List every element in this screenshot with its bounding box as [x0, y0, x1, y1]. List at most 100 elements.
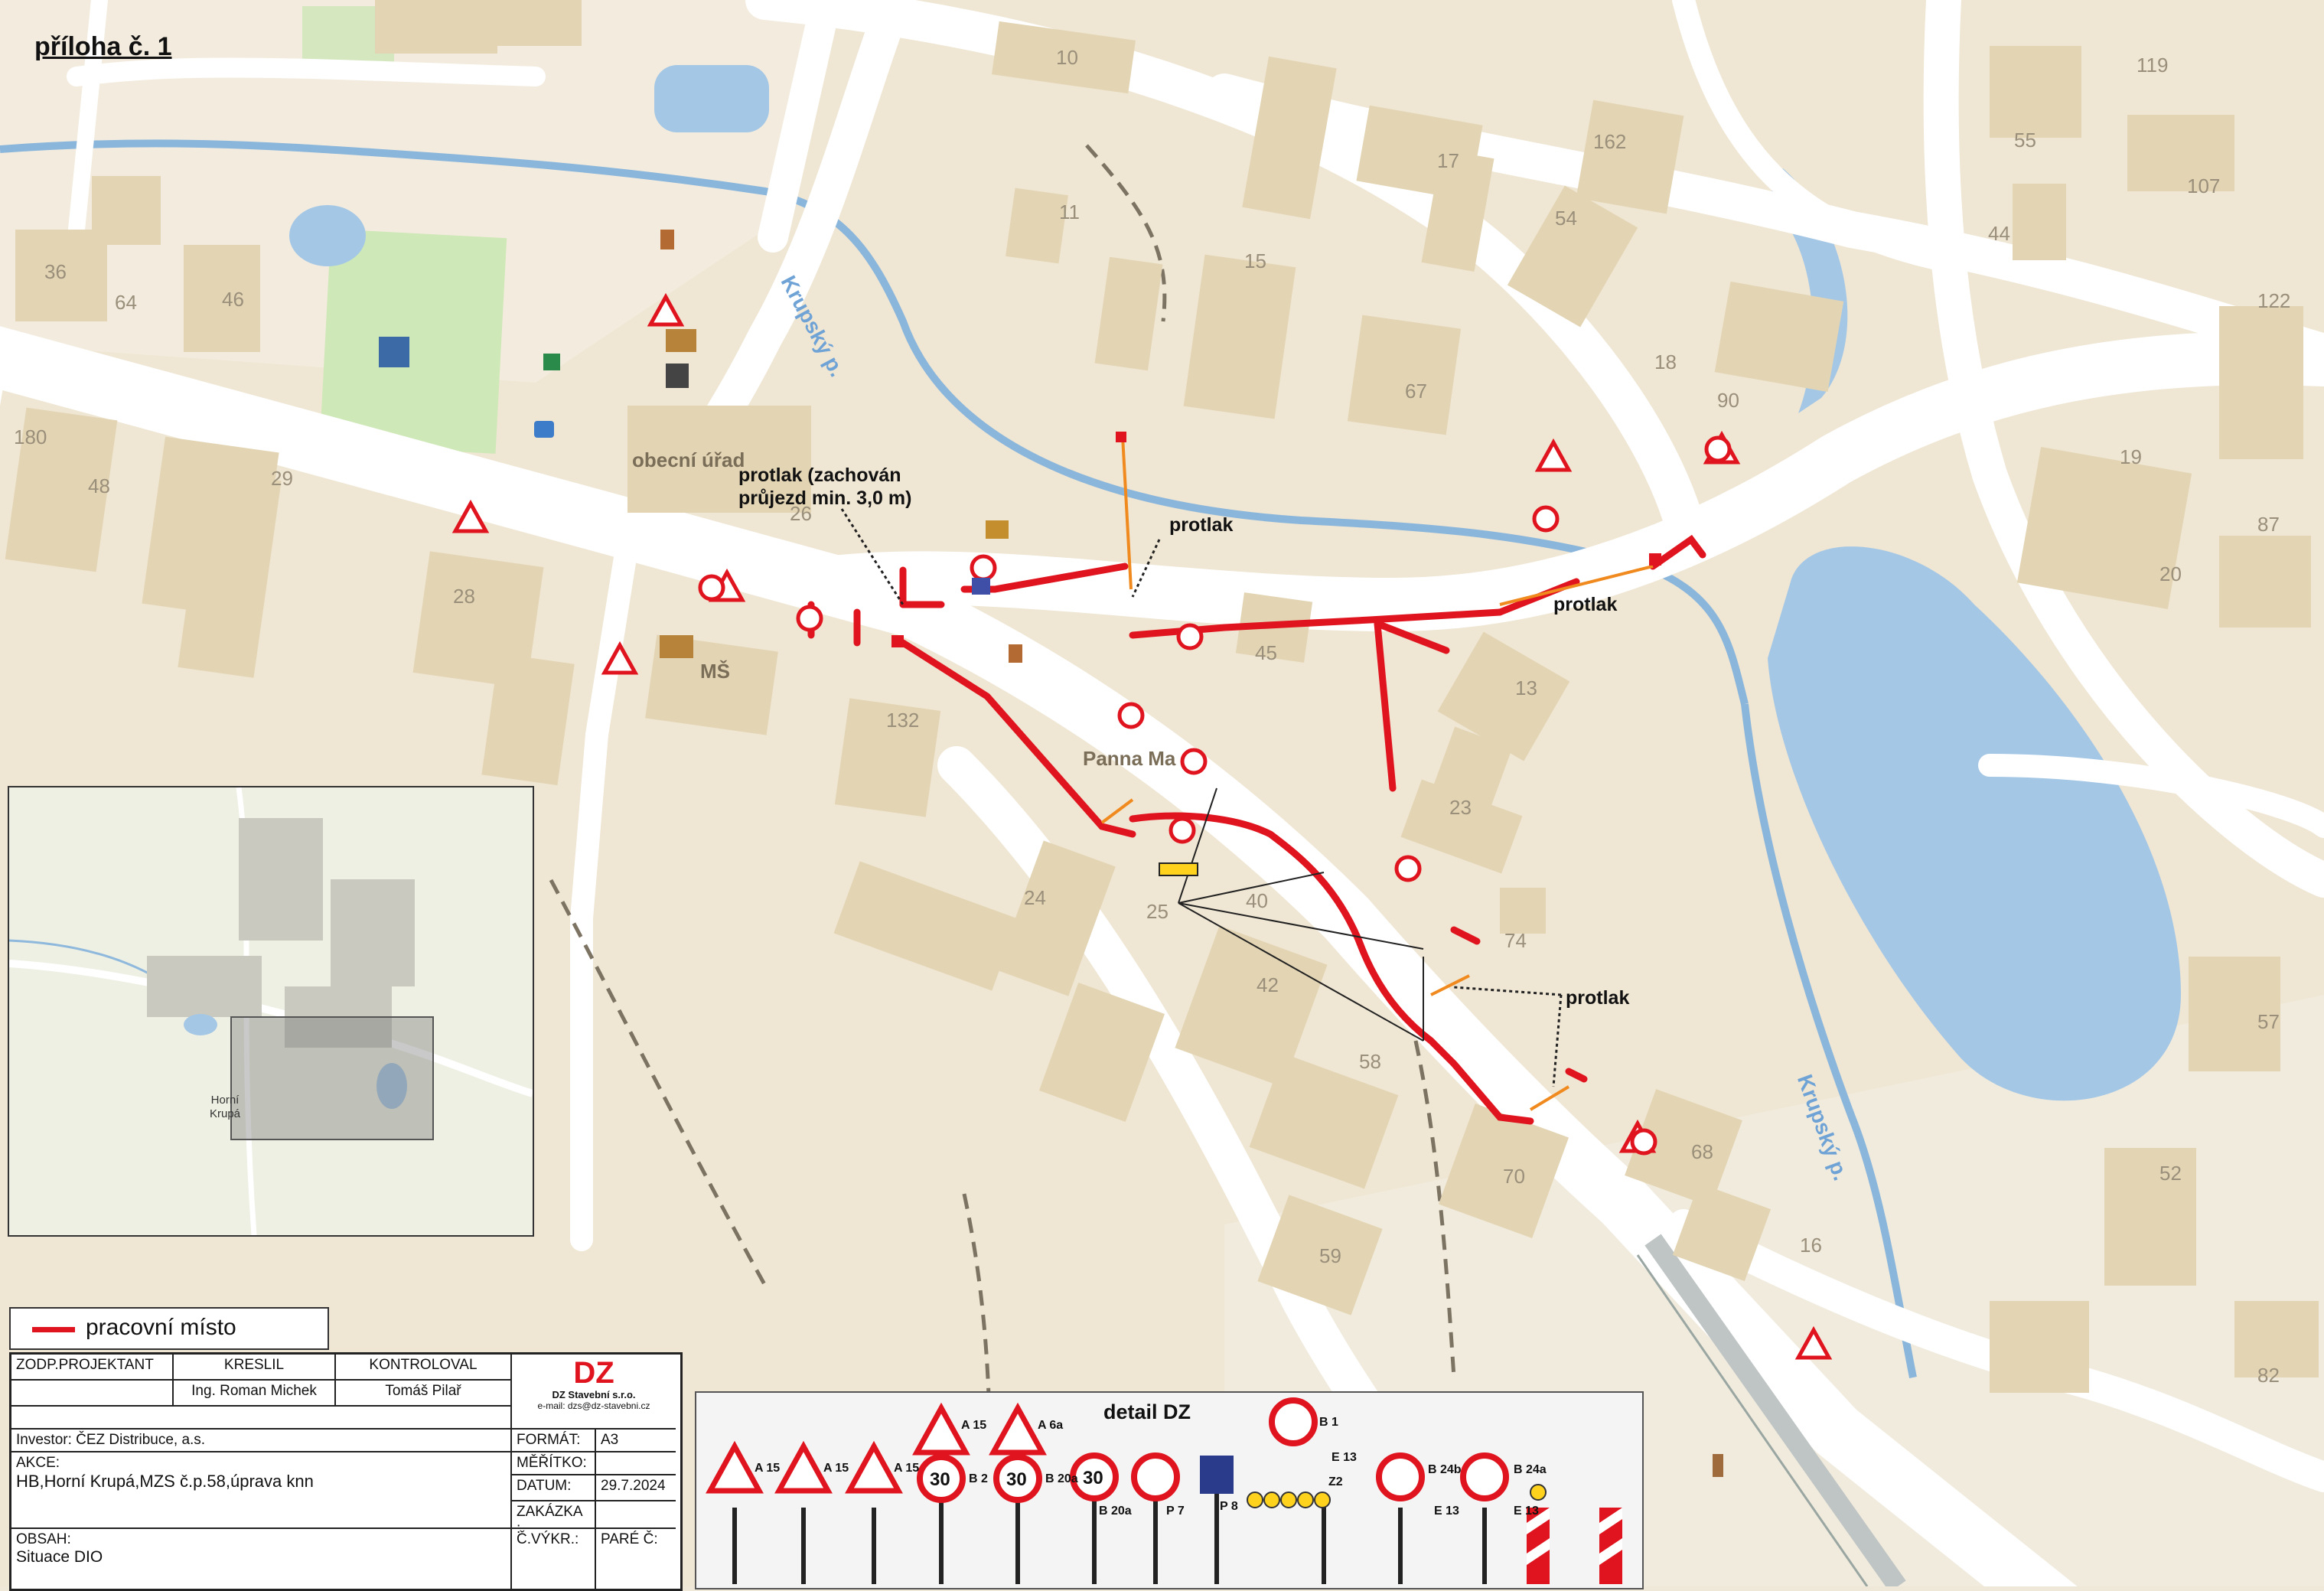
tb-kontroloval-name: Tomáš Pilař — [336, 1381, 512, 1407]
legend: pracovní místo — [9, 1307, 329, 1350]
sign-label: Z2 — [1328, 1475, 1343, 1488]
house-number: 17 — [1437, 149, 1459, 172]
house-number: 54 — [1555, 207, 1577, 230]
house-number: 67 — [1405, 380, 1427, 403]
house-number: 40 — [1246, 889, 1268, 912]
sign-label: A 6a — [1038, 1419, 1064, 1432]
house-number: 180 — [14, 425, 47, 448]
protlak-note-2: protlak — [1553, 594, 1618, 615]
house-number: 29 — [271, 467, 293, 490]
tb-kontroloval-header: KONTROLOVAL — [336, 1355, 512, 1381]
speed-limit-value: 30 — [1083, 1468, 1103, 1488]
sign-label: B 24b — [1428, 1463, 1462, 1476]
house-number: 11 — [1059, 201, 1080, 223]
tb-pare-label: PARÉ Č: — [601, 1531, 658, 1547]
sign-label: A 15 — [894, 1462, 920, 1475]
tb-datum-label: DATUM: — [512, 1475, 596, 1501]
legend-work-site-label: pracovní místo — [86, 1315, 236, 1340]
house-number: 19 — [2120, 445, 2142, 468]
sign-label: P 8 — [1220, 1500, 1238, 1513]
tb-kreslil-name: Ing. Roman Michek — [174, 1381, 336, 1407]
sign-label: P 7 — [1166, 1505, 1185, 1518]
sign-label: B 20a — [1099, 1505, 1132, 1518]
park-area — [319, 229, 507, 454]
house-number: 15 — [1244, 249, 1266, 272]
title-block: ZODP.PROJEKTANT KRESLIL KONTROLOVAL Ing.… — [9, 1352, 683, 1591]
main-road — [0, 326, 934, 635]
house-number: 28 — [453, 585, 475, 608]
tb-zakazka-label: ZAKÁZKA : — [512, 1501, 596, 1537]
tb-zodp-header: ZODP.PROJEKTANT — [11, 1355, 174, 1381]
sign-label: B 20a — [1045, 1472, 1078, 1485]
house-number: 52 — [2159, 1162, 2182, 1185]
house-number: 119 — [2137, 54, 2169, 77]
house-number: 13 — [1515, 677, 1537, 699]
bus-stop-icon — [534, 421, 554, 438]
tb-format-label: FORMÁT: — [512, 1430, 596, 1452]
church-icon — [986, 520, 1009, 539]
sign-label: B 2 — [969, 1472, 988, 1485]
tb-datum-value: 29.7.2024 — [596, 1475, 676, 1501]
company-name: DZ Stavební s.r.o. — [552, 1389, 636, 1400]
shield-icon — [666, 364, 689, 388]
house-number: 44 — [1988, 222, 2010, 245]
detail-dz-heading: detail DZ — [1103, 1400, 1191, 1423]
house-number: 74 — [1504, 929, 1527, 952]
sign-label: E 13 — [1331, 1451, 1357, 1464]
house-number: 26 — [790, 502, 812, 525]
house-number: 82 — [2257, 1364, 2280, 1387]
detail-dz-signs — [706, 1397, 1622, 1584]
house-number: 59 — [1319, 1244, 1341, 1267]
tb-obsah-value: Situace DIO — [16, 1548, 103, 1566]
house-number: 25 — [1146, 900, 1169, 923]
sign-label: B 1 — [1319, 1416, 1338, 1429]
tb-obsah: OBSAH: Situace DIO — [11, 1529, 512, 1589]
wayside-cross-icon — [1713, 1454, 1723, 1477]
protlak-note-1: protlak — [1169, 514, 1234, 536]
playground-icon — [379, 337, 409, 367]
house-number: 58 — [1359, 1050, 1381, 1073]
house-number: 36 — [44, 260, 67, 283]
house-number: 16 — [1800, 1234, 1822, 1257]
kindergarten-icon — [660, 635, 693, 658]
speed-limit-value: 30 — [930, 1469, 950, 1490]
house-number: 18 — [1654, 350, 1677, 373]
house-number: 24 — [1024, 886, 1046, 909]
house-number: 45 — [1255, 641, 1277, 664]
sign-label: E 13 — [1514, 1505, 1539, 1518]
tb-company: DZ DZ Stavební s.r.o. e-mail: dzs@dz-sta… — [512, 1355, 676, 1430]
sign-label: A 15 — [961, 1419, 987, 1432]
memorial-icon — [660, 230, 674, 249]
sign-label: E 13 — [1434, 1505, 1459, 1518]
house-number: 10 — [1056, 46, 1078, 69]
tb-cvykr-label: Č.VÝKR.: — [512, 1529, 596, 1589]
house-number: 87 — [2257, 513, 2280, 536]
protlak-main-note: protlak (zachován průjezd min. 3,0 m) — [738, 465, 912, 509]
sign-label: A 15 — [755, 1462, 781, 1475]
company-email: e-mail: dzs@dz-stavebni.cz — [537, 1400, 650, 1411]
house-number: 42 — [1257, 973, 1279, 996]
house-number: 55 — [2014, 129, 2036, 152]
work-site-lines — [807, 534, 1706, 1125]
sign-label: B 24a — [1514, 1463, 1547, 1476]
tb-akce-label: AKCE: — [16, 1455, 60, 1471]
house-number: 23 — [1449, 796, 1472, 819]
detail-dz-panel: detail DZ A 15 A 15 A 15 A 15 A 6a B 2 B… — [695, 1391, 1644, 1589]
tb-format-value: A3 — [596, 1430, 676, 1452]
tb-obsah-label: OBSAH: — [16, 1531, 71, 1547]
tb-meritko-label: MĚŘÍTKO: — [512, 1452, 596, 1475]
house-number: 68 — [1691, 1140, 1713, 1163]
municipal-office-label: obecní úřad — [632, 448, 745, 471]
house-number: 48 — [88, 474, 110, 497]
inset-canvas — [9, 787, 533, 1235]
sign-label: A 15 — [823, 1462, 849, 1475]
kindergarten-label: MŠ — [700, 660, 730, 683]
traffic-sign-markers — [451, 292, 1833, 1360]
house-number: 132 — [886, 709, 920, 732]
inset-village-label: Horní Krupá — [209, 1094, 241, 1120]
house-number: 46 — [222, 288, 244, 311]
protlak-note-3: protlak — [1566, 987, 1630, 1009]
house-number: 57 — [2257, 1010, 2280, 1033]
house-number: 64 — [115, 291, 137, 314]
tb-akce-value: HB,Horní Krupá,MZS č.p.58,úprava knn — [16, 1472, 314, 1491]
